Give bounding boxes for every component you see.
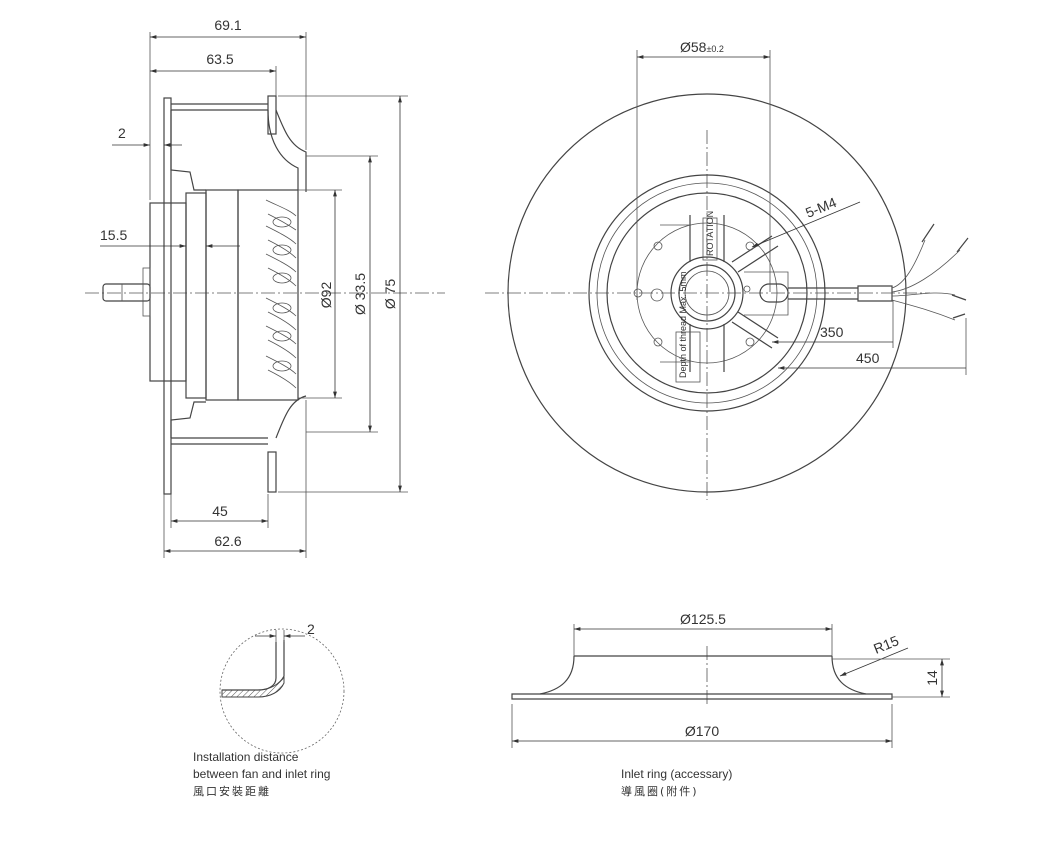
front-screw-holes bbox=[633, 241, 755, 347]
dim-14: 14 bbox=[924, 670, 940, 686]
side-shroud-top bbox=[171, 103, 268, 111]
dim-45: 45 bbox=[212, 503, 228, 519]
dim-5-m4: 5-M4 bbox=[803, 194, 839, 221]
front-inlet-ring-inner bbox=[596, 182, 818, 404]
dim-69-1: 69.1 bbox=[214, 17, 241, 33]
dim-62-6: 62.6 bbox=[214, 533, 241, 549]
side-motor-rotor bbox=[205, 189, 239, 401]
caption-installation-en-2: between fan and inlet ring bbox=[193, 767, 331, 781]
caption-inlet-ring: Inlet ring (accessary) 導風圈(附件) bbox=[621, 766, 732, 800]
front-hub-core bbox=[684, 270, 730, 316]
side-blade-zone bbox=[237, 189, 299, 401]
dim-2-detail: 2 bbox=[307, 621, 315, 637]
dim-2-flange: 2 bbox=[118, 125, 126, 141]
front-motor-outer bbox=[606, 192, 808, 394]
svg-text:Depth of thread Max. 5mm: Depth of thread Max. 5mm bbox=[678, 271, 688, 378]
side-motor-mid bbox=[185, 192, 207, 399]
ring-base-plate bbox=[511, 693, 893, 700]
caption-installation-cn: 風口安裝距離 bbox=[193, 785, 271, 798]
caption-ring-cn: 導風圈(附件) bbox=[621, 785, 699, 798]
front-inlet-ring bbox=[588, 174, 826, 412]
front-hub-inner bbox=[678, 264, 736, 322]
dim-diameter-33-5: Ø 33.5 bbox=[352, 273, 368, 315]
ring-right-curve bbox=[831, 655, 867, 695]
dim-diameter-170: Ø170 bbox=[685, 723, 719, 739]
side-shroud-bottom bbox=[171, 437, 268, 445]
dim-diameter-58: Ø58±0.2 bbox=[680, 39, 724, 55]
dim-diameter-75: Ø 75 bbox=[382, 279, 398, 310]
side-flange bbox=[163, 97, 172, 495]
front-view: ROTATION Depth of thread Max. 5mm Ø58±0.… bbox=[485, 39, 969, 500]
detail-circle bbox=[219, 628, 345, 754]
dim-63-5: 63.5 bbox=[206, 51, 233, 67]
dim-350: 350 bbox=[820, 324, 844, 340]
ring-left-curve bbox=[539, 655, 575, 695]
caption-installation-en-1: Installation distance bbox=[193, 750, 299, 764]
caption-installation: Installation distance between fan and in… bbox=[193, 749, 330, 800]
side-inlet-curve-bottom bbox=[275, 395, 307, 439]
side-inlet-curve-top bbox=[275, 109, 307, 192]
dim-diameter-125-5: Ø125.5 bbox=[680, 611, 726, 627]
front-impeller-outer bbox=[507, 93, 907, 493]
side-view: 69.1 63.5 2 15.5 Ø92 Ø 33.5 Ø 75 45 bbox=[85, 17, 445, 558]
side-motor-rear bbox=[149, 202, 187, 382]
dim-diameter-92: Ø92 bbox=[318, 282, 334, 309]
side-shaft-collar bbox=[142, 267, 151, 317]
side-front-plate-bottom bbox=[267, 451, 277, 493]
svg-text:ROTATION: ROTATION bbox=[705, 211, 715, 256]
front-rotation-label: ROTATION bbox=[702, 211, 718, 261]
front-thread-label: Depth of thread Max. 5mm bbox=[675, 271, 701, 383]
side-backplate-top bbox=[170, 110, 206, 191]
side-inlet-curve-top-inner bbox=[267, 109, 299, 190]
front-cable bbox=[759, 223, 969, 321]
inlet-ring-view: Ø125.5 R15 14 Ø170 bbox=[511, 611, 950, 748]
side-blades bbox=[265, 199, 297, 389]
side-backplate-bottom bbox=[170, 401, 206, 438]
dim-15-5: 15.5 bbox=[100, 227, 127, 243]
detail-view: 2 bbox=[219, 621, 345, 754]
dim-450: 450 bbox=[856, 350, 880, 366]
detail-ring-outer bbox=[222, 642, 277, 691]
front-hub-outer bbox=[670, 256, 744, 330]
caption-ring-en: Inlet ring (accessary) bbox=[621, 767, 733, 781]
